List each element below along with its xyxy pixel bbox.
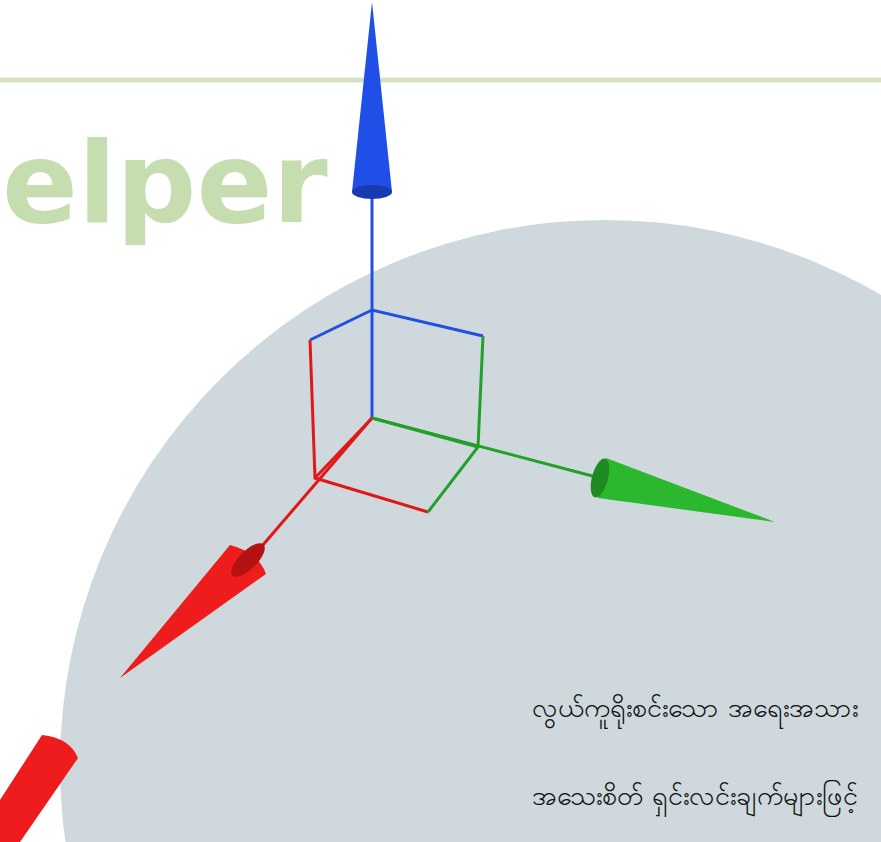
- grey-disc: [60, 220, 881, 842]
- watermark-text: elper: [2, 118, 328, 248]
- x-arrow-base: [226, 538, 270, 582]
- caption-line: လွယ်ကူရိုးစင်းသော အရေးအသား: [532, 690, 858, 730]
- cube-edge: [428, 336, 483, 512]
- y-arrow-base: [587, 457, 613, 500]
- z-arrow-base: [352, 185, 392, 199]
- x-arrow-cone-2: [0, 735, 78, 842]
- caption-line: အသေးစိတ် ရှင်းလင်းချက်များဖြင့်: [532, 778, 858, 818]
- cube-edge: [372, 418, 478, 447]
- cube-edge: [310, 310, 483, 340]
- y-axis: [372, 418, 600, 478]
- cube-edge: [310, 340, 428, 512]
- cube-edge: [315, 418, 372, 478]
- z-axis: [371, 190, 374, 418]
- rule-line: [0, 78, 881, 83]
- z-arrow-cone: [352, 2, 392, 197]
- y-arrow-cone: [595, 458, 775, 522]
